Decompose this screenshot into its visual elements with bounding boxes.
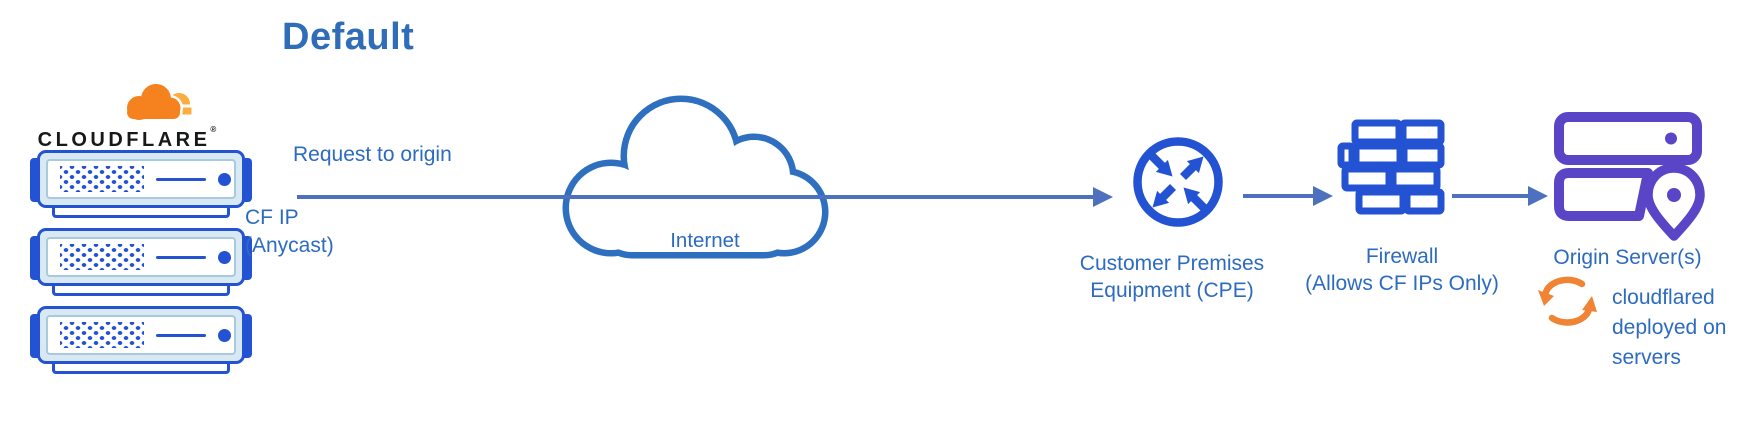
cloudflared-note-line2: deployed on bbox=[1612, 316, 1727, 339]
cpe-label: Customer Premises Equipment (CPE) bbox=[1062, 250, 1282, 304]
cloudflared-note-line1: cloudflared bbox=[1612, 286, 1715, 309]
cloudflare-wordmark: CLOUDFLARE® bbox=[22, 125, 232, 152]
cloudflared-note: cloudflared deployed on servers bbox=[1612, 283, 1726, 373]
cloudflare-wordmark-text: CLOUDFLARE bbox=[37, 129, 211, 151]
server-vents bbox=[60, 244, 144, 270]
request-edge-line bbox=[297, 195, 1093, 199]
server-body bbox=[37, 306, 245, 364]
internet-label: Internet bbox=[670, 229, 740, 252]
firewall-label-line2: (Allows CF IPs Only) bbox=[1305, 272, 1499, 295]
server-vents bbox=[60, 322, 144, 348]
firewall-origin-edge-arrowhead bbox=[1528, 186, 1548, 206]
server-slot bbox=[156, 177, 206, 181]
firewall-label-line1: Firewall bbox=[1365, 245, 1439, 268]
cloudflare-server-icon bbox=[30, 306, 252, 378]
cf-ip-anycast-label: CF IP (Anycast) bbox=[245, 204, 334, 260]
cf-ip-label-line2: (Anycast) bbox=[245, 234, 334, 257]
firewall-brick-icon bbox=[1337, 119, 1445, 215]
cloudflare-server-icon bbox=[30, 228, 252, 300]
server-body bbox=[37, 150, 245, 208]
server-led bbox=[218, 172, 231, 186]
request-edge-arrowhead bbox=[1093, 187, 1113, 207]
server-led bbox=[218, 328, 231, 342]
cloudflared-note-line3: servers bbox=[1612, 346, 1681, 369]
cf-ip-label-line1: CF IP bbox=[245, 206, 299, 229]
server-panel bbox=[46, 237, 236, 277]
server-panel bbox=[46, 315, 236, 355]
cloudflared-refresh-icon bbox=[1538, 276, 1597, 326]
server-vents bbox=[60, 166, 144, 192]
server-slot bbox=[156, 255, 206, 259]
cpe-firewall-edge-line bbox=[1243, 194, 1313, 198]
cpe-router-icon bbox=[1133, 137, 1223, 227]
request-edge-label: Request to origin bbox=[293, 143, 452, 166]
server-led bbox=[218, 250, 231, 264]
server-slot bbox=[156, 333, 206, 337]
cpe-firewall-edge-arrowhead bbox=[1313, 186, 1333, 206]
cpe-label-line2: Equipment (CPE) bbox=[1090, 279, 1254, 302]
origin-server-label: Origin Server(s) bbox=[1553, 246, 1702, 269]
cloudflare-logo-icon bbox=[124, 81, 195, 123]
registered-trademark-mark: ® bbox=[210, 125, 217, 134]
origin-server-icon bbox=[1554, 112, 1705, 241]
diagram-title: Default bbox=[282, 16, 415, 58]
server-body bbox=[37, 228, 245, 286]
cpe-label-line1: Customer Premises bbox=[1079, 252, 1265, 275]
firewall-origin-edge-line bbox=[1452, 194, 1528, 198]
firewall-label: Firewall (Allows CF IPs Only) bbox=[1290, 243, 1514, 297]
cloudflare-server-icon bbox=[30, 150, 252, 222]
server-panel bbox=[46, 159, 236, 199]
internet-cloud-icon bbox=[562, 95, 829, 259]
